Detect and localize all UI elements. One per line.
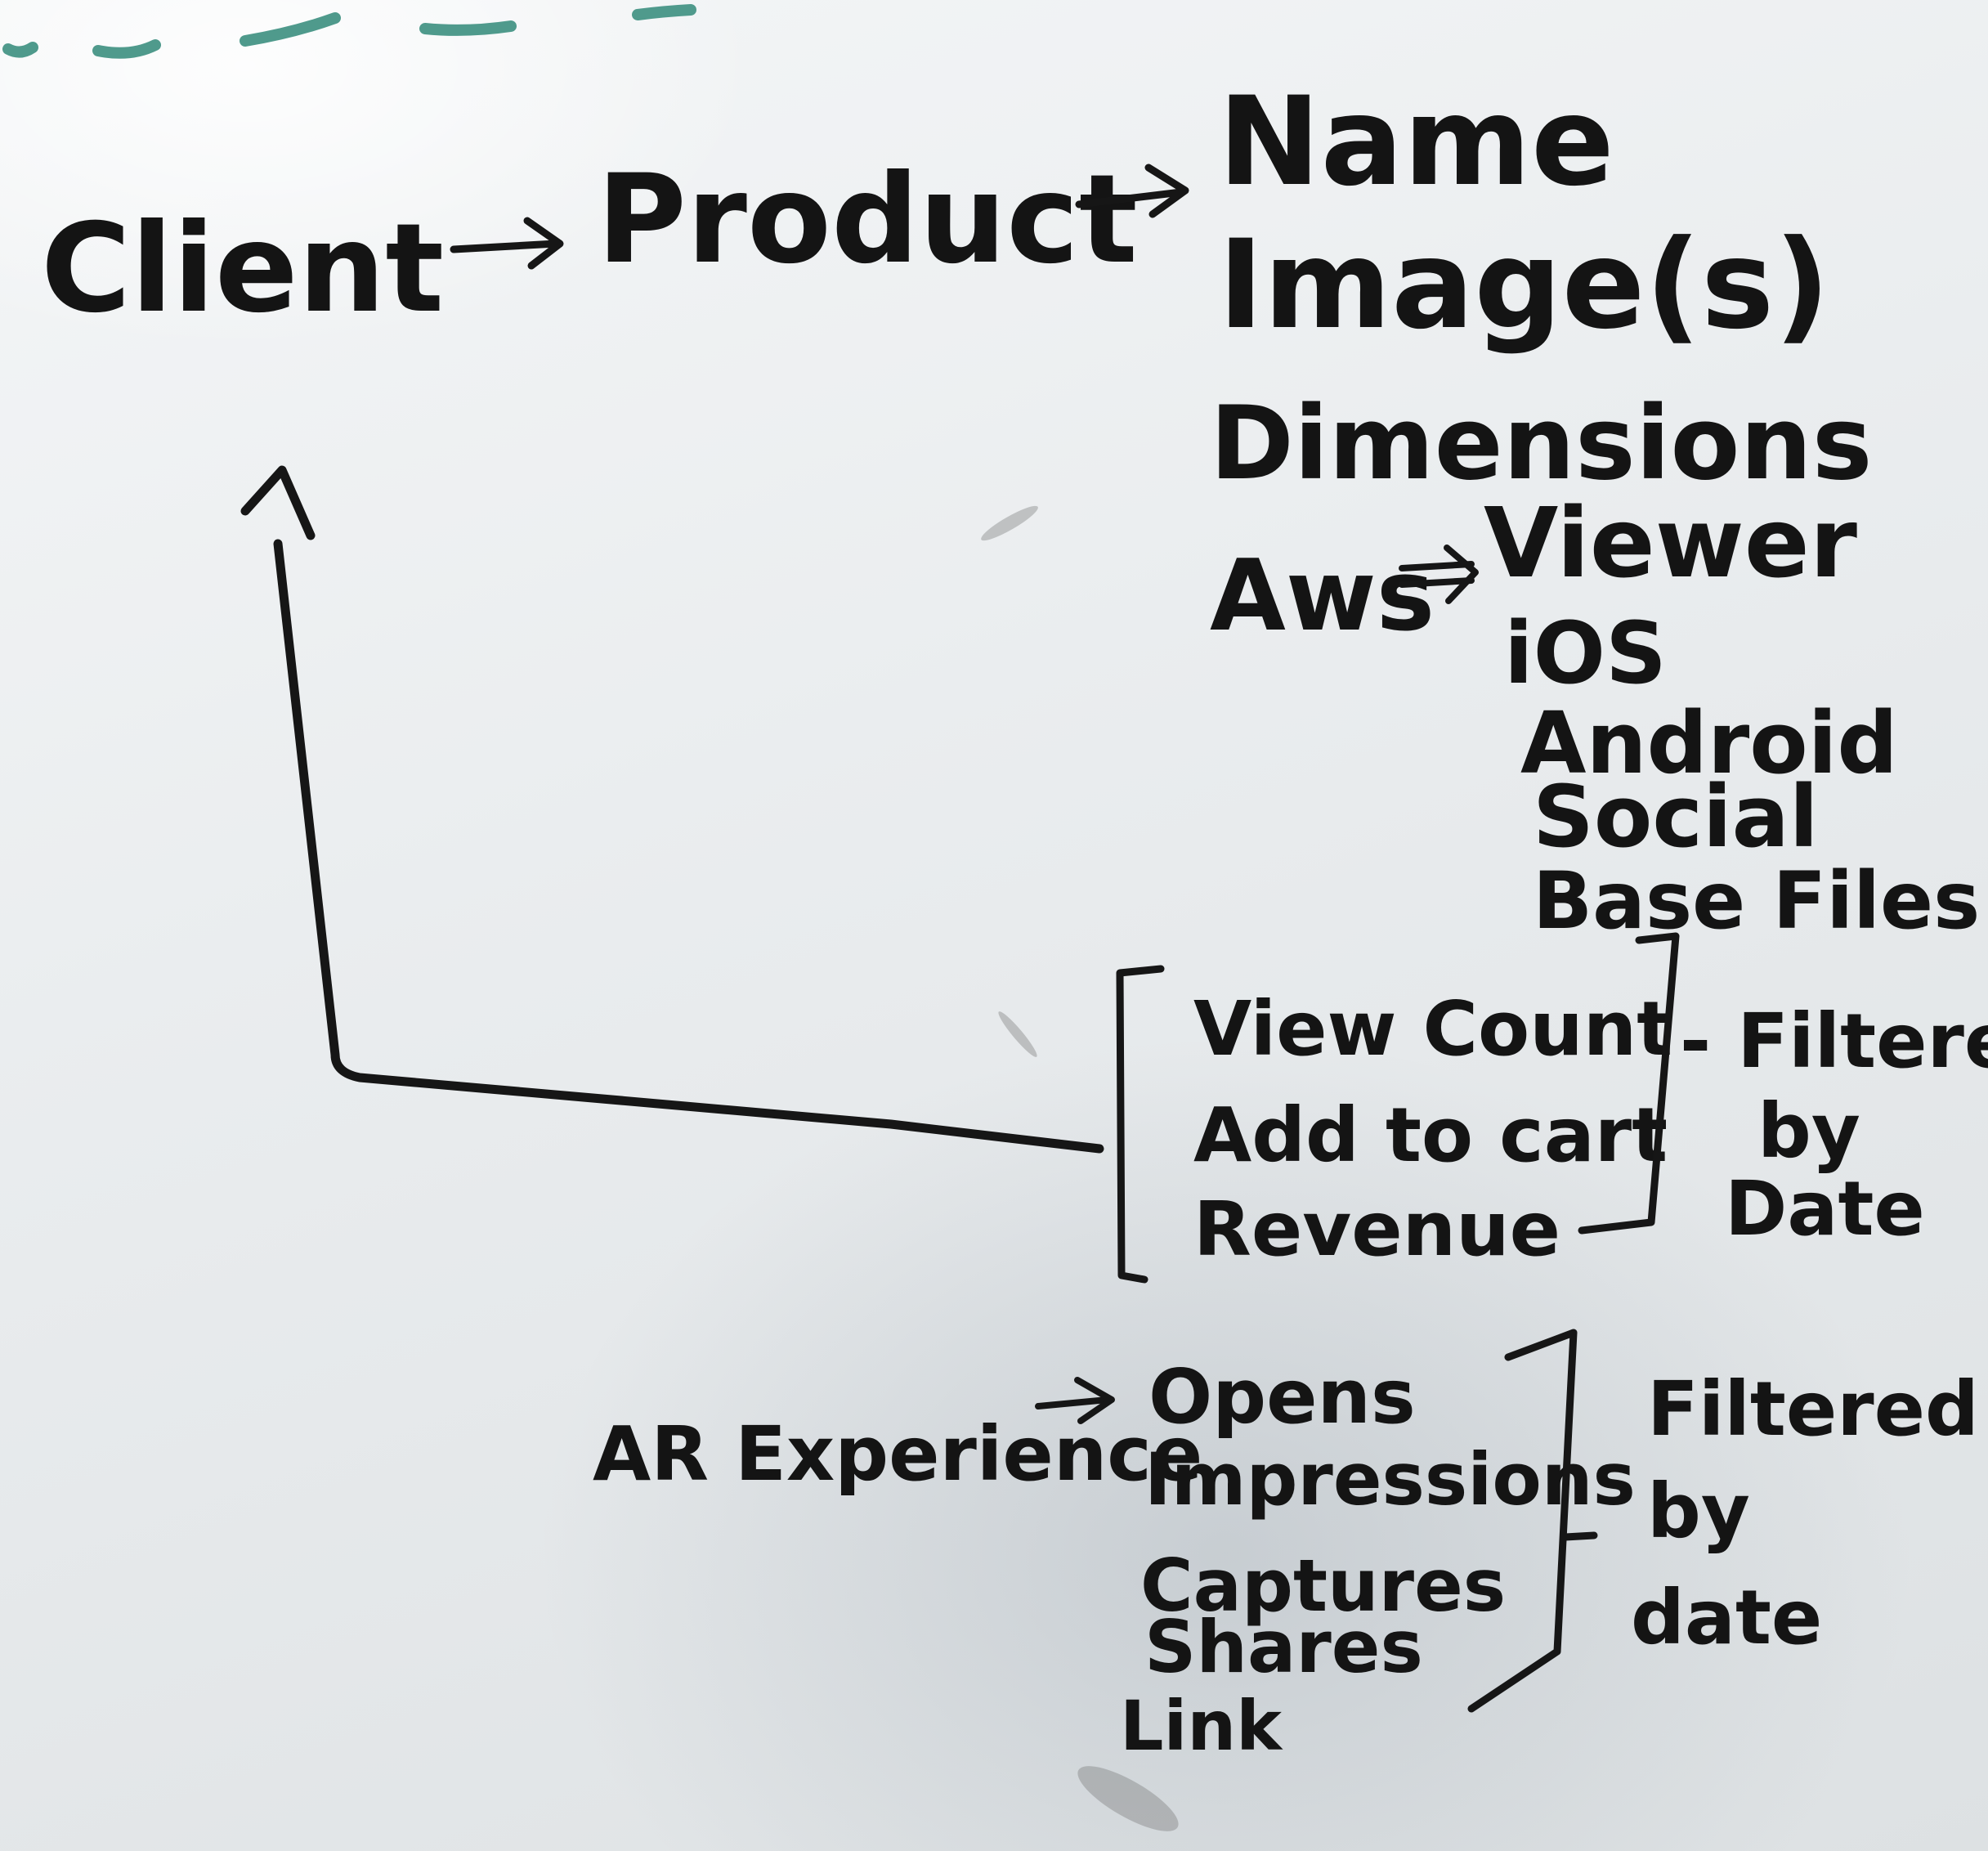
metrics-filter-line-3: Date: [1725, 1165, 1925, 1253]
arrow-client-to-product: [450, 240, 560, 253]
ar-item-impressions: Impressions: [1144, 1437, 1636, 1522]
metrics-filter-line-1: - Filtered: [1680, 997, 1988, 1085]
arrowhead-ar-to-items: [1074, 1377, 1115, 1424]
arrowhead-aws-to-viewer: [1444, 545, 1479, 604]
aws-label: Aws: [1210, 540, 1435, 653]
green-marker-dashes: [2, 4, 696, 59]
attribute-name: Name: [1218, 71, 1614, 213]
metrics-left-bracket: [1116, 965, 1165, 1284]
ar-item-shares: Shares: [1144, 1605, 1423, 1689]
platform-android: Android: [1520, 693, 1898, 793]
metrics-right-bracket: [1578, 932, 1680, 1235]
ar-filter-line-2: by: [1647, 1468, 1750, 1555]
platform-ios: iOS: [1504, 603, 1667, 703]
ar-filter-line-1: Filtered: [1647, 1365, 1979, 1453]
arrow-aws-to-viewer-bottom: [1399, 577, 1475, 588]
attribute-dimensions: Dimensions: [1210, 385, 1873, 503]
product-label: Product: [597, 149, 1138, 291]
arrow-aws-to-viewer-top: [1399, 561, 1475, 571]
metrics-to-client-arrow: [273, 539, 1104, 1154]
metrics-filter-line-2: by: [1757, 1087, 1860, 1175]
metric-add-to-cart: Add to cart: [1193, 1091, 1668, 1179]
ar-filter-line-3: date: [1631, 1574, 1822, 1661]
ar-item-opens: Opens: [1148, 1353, 1416, 1441]
ar-bracket-tick: [1561, 1531, 1598, 1541]
client-label: Client: [41, 198, 444, 340]
ar-item-captures: Captures: [1140, 1544, 1506, 1628]
metric-view-count: View Count: [1193, 985, 1672, 1073]
platform-social: Social: [1533, 767, 1818, 867]
ar-item-link: Link: [1120, 1686, 1283, 1766]
arrowhead-product-to-attributes: [1144, 164, 1189, 218]
arrowhead-client-to-product: [523, 217, 564, 270]
arrow-ar-to-items: [1035, 1396, 1111, 1410]
ar-right-bracket: [1467, 1329, 1578, 1713]
metric-revenue: Revenue: [1193, 1185, 1560, 1273]
viewer-label: Viewer: [1484, 486, 1857, 599]
platform-base-files: Base Files: [1533, 855, 1980, 947]
attribute-images: Image(s): [1218, 214, 1830, 356]
arrow-product-to-attributes: [1075, 188, 1185, 208]
board-smudges: [981, 505, 1179, 1831]
metrics-to-client-arrowhead: [240, 465, 316, 540]
ar-experience-label: AR Experience: [593, 1410, 1202, 1498]
